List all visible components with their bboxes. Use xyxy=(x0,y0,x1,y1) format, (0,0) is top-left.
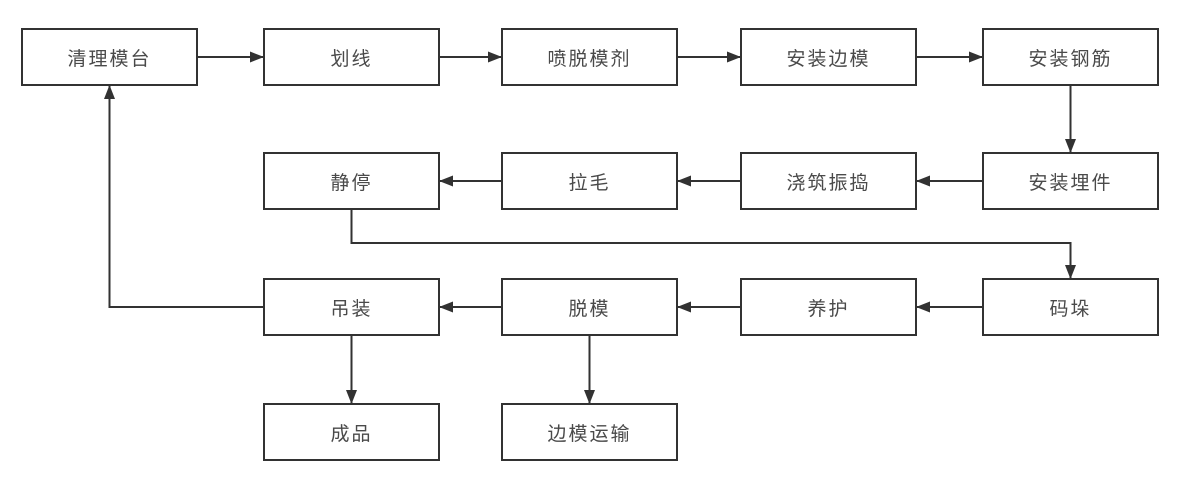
flow-node-anzhuang-bianmo: 安装边模 xyxy=(740,28,917,86)
flow-node-label: 喷脱模剂 xyxy=(547,48,632,70)
flow-node-qingli-motai: 清理模台 xyxy=(21,28,198,86)
flow-node-yanghu: 养护 xyxy=(740,278,917,336)
flow-node-label: 静停 xyxy=(330,172,373,194)
flow-node-jiaozhu-zhendao: 浇筑振捣 xyxy=(740,152,917,210)
flow-node-label: 吊装 xyxy=(330,298,373,320)
flow-node-tuomo: 脱模 xyxy=(501,278,678,336)
flow-node-label: 清理模台 xyxy=(67,48,152,70)
flow-node-maduo: 码垛 xyxy=(982,278,1159,336)
flow-node-anzhuang-maijian: 安装埋件 xyxy=(982,152,1159,210)
flow-node-label: 成品 xyxy=(330,423,373,445)
flow-node-huaxian: 划线 xyxy=(263,28,440,86)
flow-node-label: 安装钢筋 xyxy=(1028,48,1113,70)
flow-node-diaozhuang: 吊装 xyxy=(263,278,440,336)
flow-node-label: 脱模 xyxy=(568,298,611,320)
flow-node-chengpin: 成品 xyxy=(263,403,440,461)
flow-node-pen-tuomoji: 喷脱模剂 xyxy=(501,28,678,86)
flow-node-label: 安装边模 xyxy=(786,48,871,70)
flow-node-label: 拉毛 xyxy=(568,172,611,194)
flow-node-label: 安装埋件 xyxy=(1028,172,1113,194)
flow-node-bianmo-yunshu: 边模运输 xyxy=(501,403,678,461)
flow-node-label: 边模运输 xyxy=(547,423,632,445)
flow-node-label: 码垛 xyxy=(1049,298,1092,320)
flow-node-anzhuang-gangjin: 安装钢筋 xyxy=(982,28,1159,86)
flow-node-label: 浇筑振捣 xyxy=(786,172,871,194)
flow-node-jingting: 静停 xyxy=(263,152,440,210)
flow-node-lamao: 拉毛 xyxy=(501,152,678,210)
flow-edge-diaozhuang--qingli-motai xyxy=(104,85,263,308)
flow-edge-jingting--maduo xyxy=(350,210,1076,279)
flow-node-label: 养护 xyxy=(807,298,850,320)
flow-node-label: 划线 xyxy=(330,48,373,70)
